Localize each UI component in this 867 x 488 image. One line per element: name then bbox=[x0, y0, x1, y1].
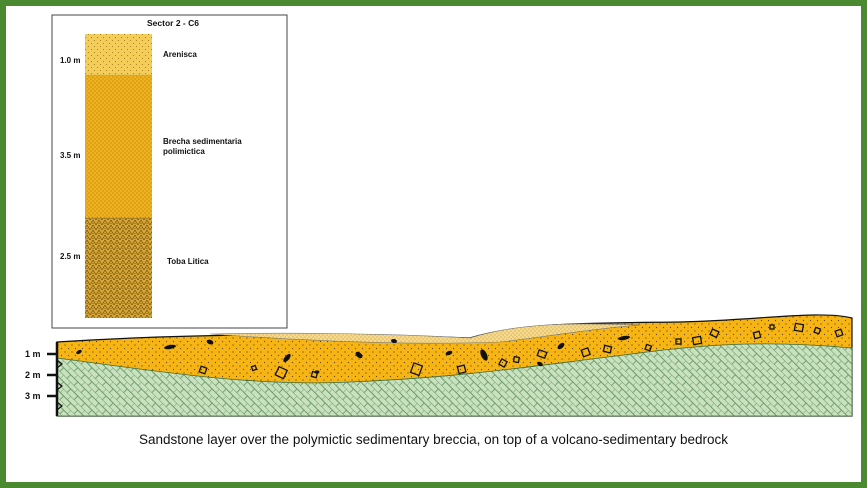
name-brecha-line1: Brecha sedimentaria bbox=[163, 137, 242, 146]
depth-label-1m: 1 m bbox=[25, 349, 41, 359]
breccia-clasts bbox=[76, 335, 630, 374]
figure-caption: Sandstone layer over the polymictic sedi… bbox=[138, 432, 729, 447]
sandstone-layer bbox=[209, 323, 641, 344]
breccia-blocks bbox=[198, 322, 844, 380]
column-title: Sector 2 - C6 bbox=[147, 18, 199, 28]
layer-brecha bbox=[85, 75, 152, 218]
stratigraphic-column: Sector 2 - C6 1.0 m 3.5 m 2.5 m Arenisca… bbox=[51, 14, 288, 329]
thickness-brecha: 3.5 m bbox=[60, 151, 80, 160]
thickness-arenisca: 1.0 m bbox=[60, 56, 80, 65]
layer-toba bbox=[85, 218, 152, 318]
cross-section: 1 m 2 m 3 m bbox=[25, 314, 853, 417]
layer-arenisca bbox=[85, 34, 152, 75]
name-brecha-line2: polimictica bbox=[163, 147, 205, 156]
depth-label-2m: 2 m bbox=[25, 370, 41, 380]
bedrock-layer bbox=[56, 343, 853, 417]
name-arenisca: Arenisca bbox=[163, 50, 197, 59]
name-toba: Toba Litica bbox=[167, 257, 209, 266]
depth-scale: 1 m 2 m 3 m bbox=[25, 342, 63, 416]
thickness-toba: 2.5 m bbox=[60, 252, 80, 261]
depth-label-3m: 3 m bbox=[25, 391, 41, 401]
